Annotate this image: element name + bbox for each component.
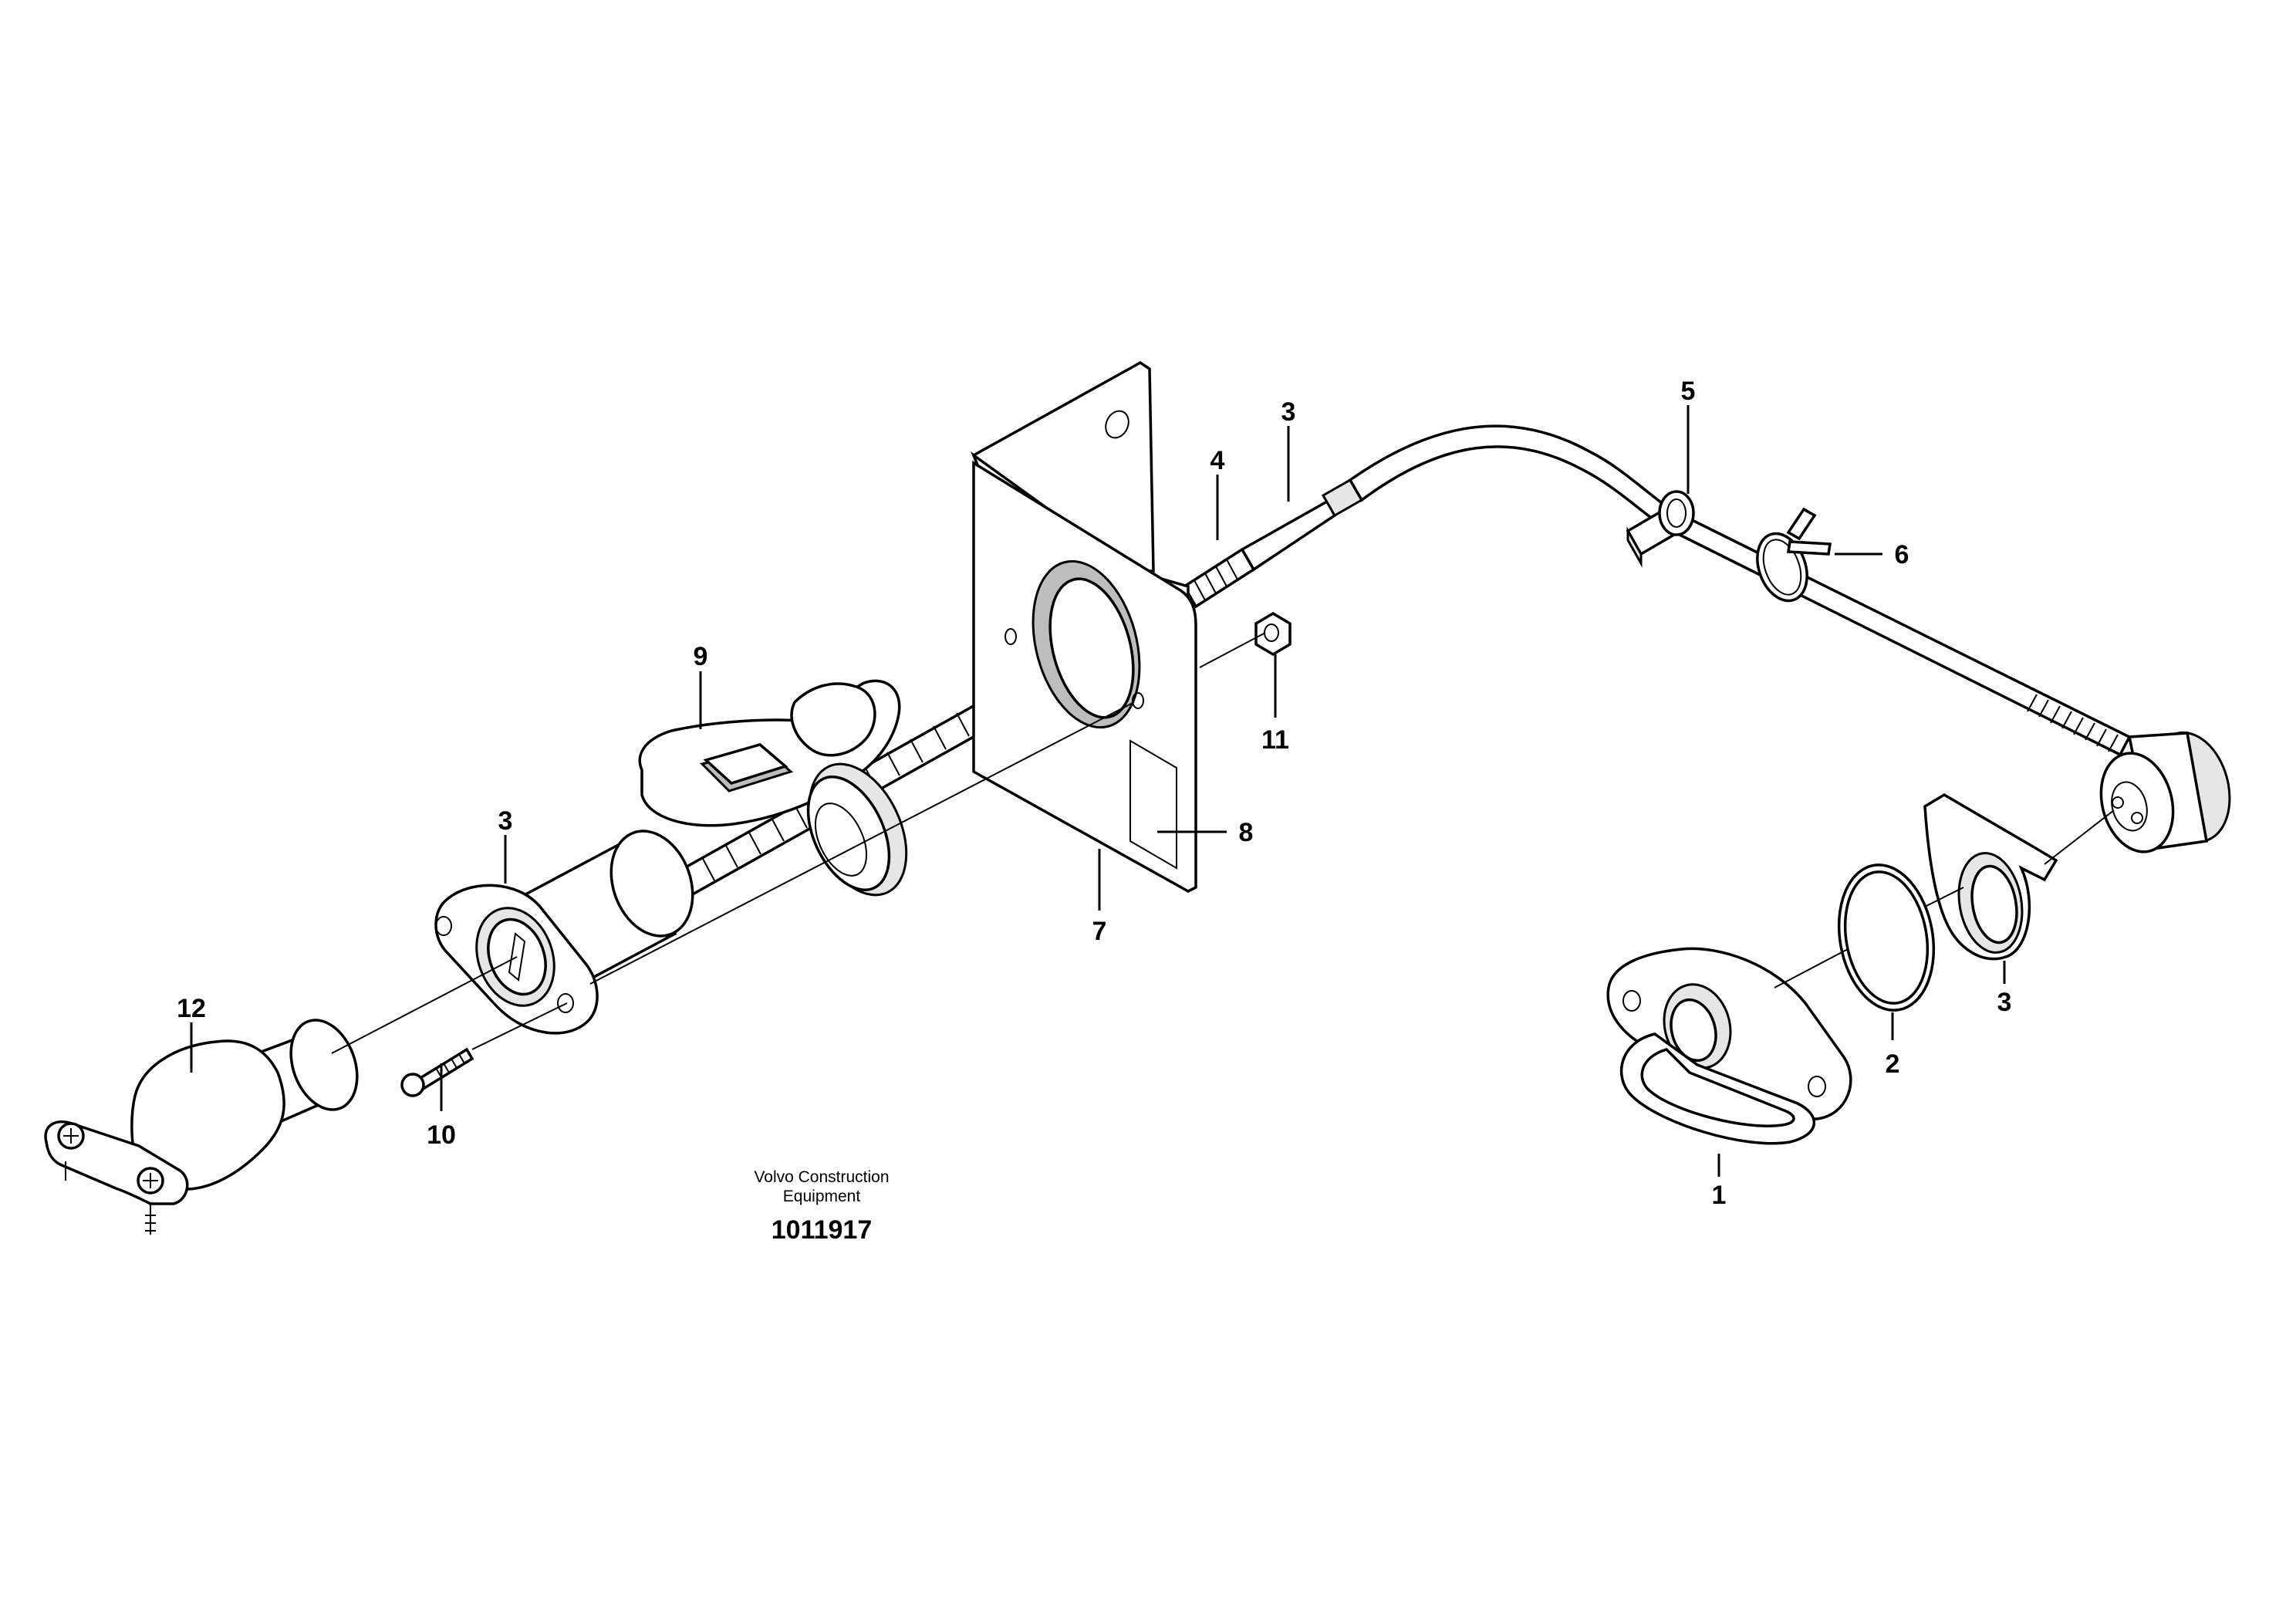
callout-12: 12 <box>177 994 206 1023</box>
callout-4: 4 <box>1210 446 1225 475</box>
callout-leaders <box>190 405 2006 1177</box>
cable-end-fitting <box>2099 731 2231 853</box>
end-cover <box>1923 792 2058 961</box>
callout-6: 6 <box>1895 540 1909 569</box>
callout-3-left: 3 <box>498 806 513 836</box>
callout-2: 2 <box>1886 1049 1900 1079</box>
callout-5: 5 <box>1681 377 1696 406</box>
callout-3-right: 3 <box>1997 988 2012 1017</box>
figure-code: 1011917 <box>772 1215 873 1245</box>
credit-line-1: Volvo Construction <box>754 1168 889 1186</box>
credit-line-2: Equipment <box>783 1188 861 1205</box>
lock-nut <box>1254 611 1292 657</box>
callout-1: 1 <box>1712 1181 1727 1210</box>
o-ring <box>1837 863 1936 1012</box>
callout-3-cable: 3 <box>1281 397 1296 427</box>
mounting-bracket <box>971 360 1197 893</box>
connector-plug <box>44 1019 359 1235</box>
assembly-lines <box>331 632 2115 1054</box>
left-housing <box>434 830 694 1035</box>
callout-10: 10 <box>427 1120 456 1150</box>
callout-9: 9 <box>694 642 708 671</box>
bellows-seal <box>806 762 908 897</box>
right-flange-part <box>1606 947 1852 1145</box>
callout-7: 7 <box>1092 917 1107 946</box>
cable-clip <box>1626 490 1695 568</box>
cable-tie <box>1756 507 1832 603</box>
callout-8: 8 <box>1239 818 1254 847</box>
callout-11: 11 <box>1261 725 1289 755</box>
screw <box>400 1047 474 1097</box>
